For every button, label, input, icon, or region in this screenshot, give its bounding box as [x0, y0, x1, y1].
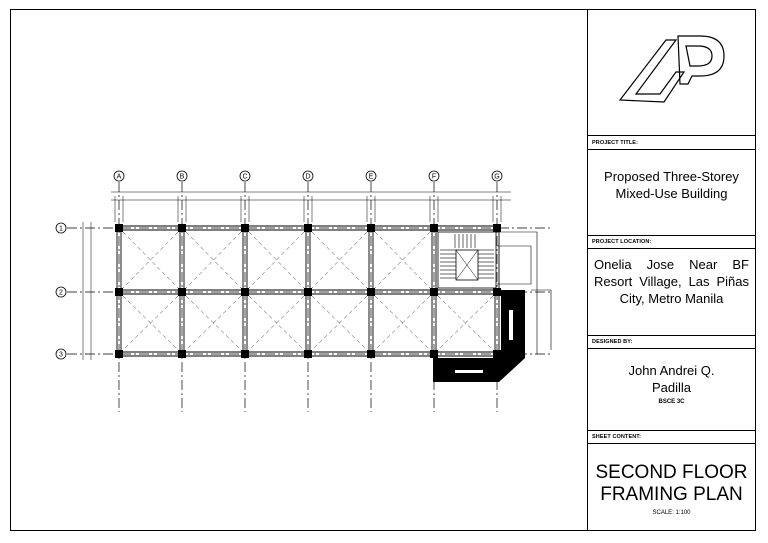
slab-diagonal	[311, 231, 368, 289]
column	[493, 224, 501, 232]
designed-by-label: DESIGNED BY:	[592, 339, 633, 345]
slab-diagonal	[185, 295, 242, 351]
slab-diagonal	[248, 231, 305, 289]
column	[241, 288, 249, 296]
column	[304, 288, 312, 296]
column	[178, 288, 186, 296]
cantilever-mark	[509, 310, 513, 340]
column	[430, 350, 438, 358]
grid-bubble	[491, 170, 503, 182]
column	[115, 224, 123, 232]
slab-diagonal	[437, 295, 494, 351]
divider	[588, 149, 755, 150]
framing-plan: A B C D E F G 1 2 3	[55, 170, 552, 412]
column	[178, 350, 186, 358]
slab-diagonal	[122, 231, 179, 289]
drawing-sheet: A B C D E F G 1 2 3 PROJECT TITLE: Proposed Three…	[10, 9, 756, 531]
divider	[588, 248, 755, 249]
slab-diagonal	[248, 231, 305, 289]
sheet-content-label: SHEET CONTENT:	[592, 434, 642, 440]
title-block: PROJECT TITLE: Proposed Three-Storey Mix…	[587, 10, 755, 530]
column	[115, 350, 123, 358]
divider	[588, 430, 755, 431]
divider	[588, 443, 755, 444]
grid-label-3: 3	[59, 352, 63, 359]
divider	[588, 348, 755, 349]
column	[304, 224, 312, 232]
drawing-area: A B C D E F G 1 2 3	[11, 10, 587, 530]
slab-diagonal	[248, 295, 305, 351]
column	[493, 288, 501, 296]
grid-label-C: C	[242, 174, 247, 181]
column	[241, 224, 249, 232]
slab-diagonal	[122, 295, 179, 351]
grid-label-G: G	[494, 174, 499, 181]
grid-bubble	[428, 170, 440, 182]
logo	[588, 10, 754, 135]
slab-diagonal	[374, 231, 431, 289]
grid-label-1: 1	[59, 226, 63, 233]
project-location: Onelia Jose Near BF Resort Village, Las …	[594, 257, 749, 306]
slab-diagonal	[185, 231, 242, 289]
grid-label-B: B	[180, 174, 185, 181]
column	[304, 350, 312, 358]
divider	[588, 335, 755, 336]
column	[493, 350, 501, 358]
column	[367, 350, 375, 358]
slab-diagonal	[311, 231, 368, 289]
designer-name: John Andrei Q. Padilla	[628, 363, 715, 395]
column	[241, 350, 249, 358]
divider	[588, 235, 755, 236]
cantilever-slab	[433, 290, 525, 382]
grid-bubble	[365, 170, 377, 182]
grid-bubble	[55, 286, 67, 298]
drawing-scale: SCALE: 1:100	[652, 510, 691, 516]
stair-landing-mark	[455, 249, 479, 281]
slab-diagonal	[374, 295, 431, 351]
slab-diagonal	[374, 231, 431, 289]
column	[115, 288, 123, 296]
column	[367, 224, 375, 232]
grid-bubble	[176, 170, 188, 182]
grid-bubble	[55, 222, 67, 234]
project-title: Proposed Three-Storey Mixed-Use Building	[604, 169, 739, 201]
divider	[588, 135, 755, 136]
grid-bubble	[113, 170, 125, 182]
slab-diagonal	[122, 231, 179, 289]
grid-label-A: A	[117, 174, 122, 181]
grid-label-F: F	[432, 174, 436, 181]
sheet-title: SECOND FLOOR FRAMING PLAN	[595, 462, 748, 505]
annex-outline	[497, 231, 552, 354]
project-title-label: PROJECT TITLE:	[592, 140, 639, 146]
project-location-label: PROJECT LOCATION:	[592, 239, 652, 245]
slab-diagonal	[311, 295, 368, 351]
grid-bubble	[239, 170, 251, 182]
grid-label-E: E	[369, 174, 374, 181]
cantilever-mark	[455, 370, 483, 373]
jp-logo-icon	[618, 35, 725, 103]
grid-label-2: 2	[59, 290, 63, 297]
column	[430, 288, 438, 296]
slab-diagonal	[185, 231, 242, 289]
grid-bubble	[55, 348, 67, 360]
grid-bubble	[302, 170, 314, 182]
grid-label-D: D	[305, 174, 310, 181]
designer-course: BSCE 3C	[658, 399, 685, 405]
column	[178, 224, 186, 232]
column	[430, 224, 438, 232]
column	[367, 288, 375, 296]
